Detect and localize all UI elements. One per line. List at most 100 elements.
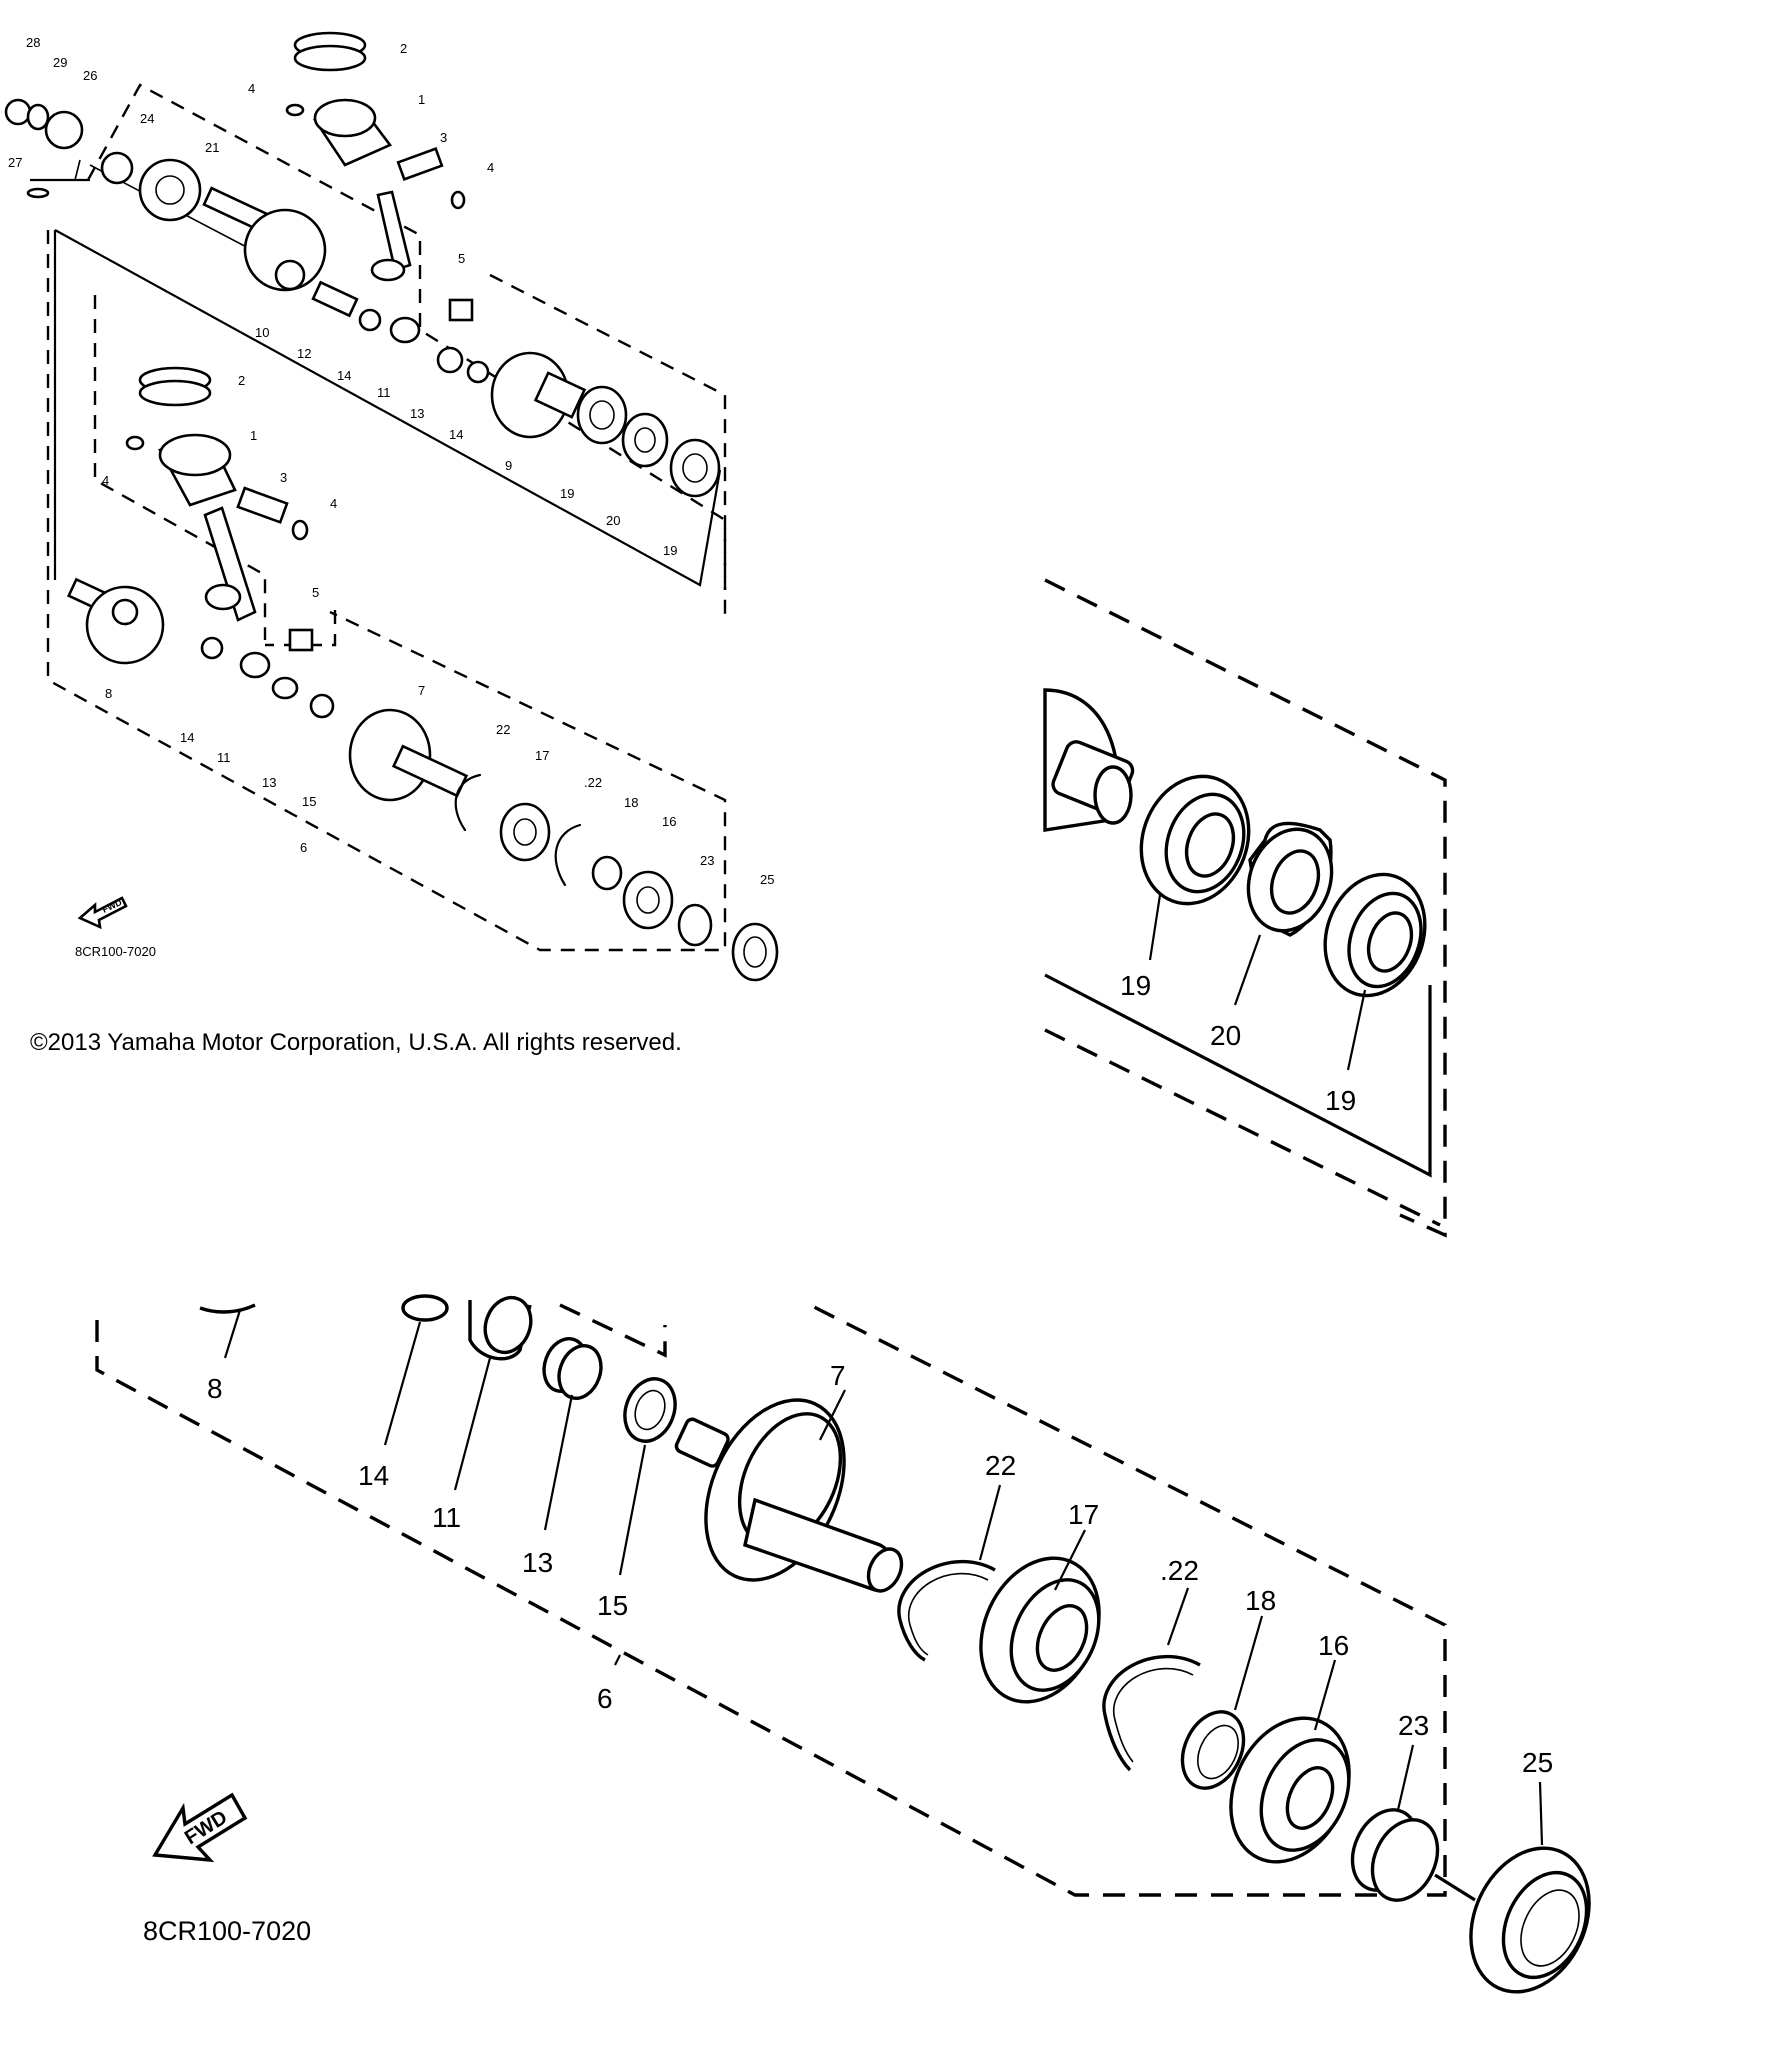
zoom-label-11: 11: [432, 1502, 461, 1533]
overview-bearing-23: [677, 903, 713, 947]
zoom-washer-15-inner: [634, 1389, 666, 1431]
overview-crank-pin-10: [274, 259, 306, 291]
overview-conrod-top: [376, 190, 412, 272]
label-1-b: 1: [250, 428, 257, 443]
overview-small-outline: [265, 610, 337, 647]
overview-link-line: [74, 159, 81, 181]
zoom-top-detail: 19 20 19: [1043, 578, 1447, 1238]
overview-collar-20-inner: [634, 427, 656, 453]
label-11-a: 11: [377, 385, 391, 400]
zoom-leader-20: [1233, 934, 1262, 1006]
zoom-bearing-17-inner-race: [1035, 1604, 1089, 1672]
overview-crank-solid-outline: [54, 229, 722, 587]
overview-bearing-19-a-inner: [589, 400, 615, 430]
zoom-label-15: 15: [597, 1590, 628, 1621]
overview-diagram-code: 8CR100-7020: [75, 944, 156, 959]
label-1-a: 1: [418, 92, 425, 107]
label-12: 12: [297, 346, 311, 361]
leader-7: [819, 1389, 846, 1441]
overview-crankpin-12: [311, 280, 359, 318]
zoom-bottom-dashed-top: [559, 1303, 667, 1358]
zoom-label-25: 25: [1522, 1747, 1553, 1778]
overview-seal-25-inner: [743, 936, 767, 968]
zoom-clip-22-a-inner: [907, 1572, 989, 1656]
overview-bearing-16-inner: [636, 886, 660, 914]
zoom-fwd-arrow: FWD: [152, 1792, 248, 1863]
overview-circlip-b: [450, 190, 466, 210]
label-4-c: 4: [102, 473, 109, 488]
overview-labels: 28 29 26 27 24 21 10 12 14 2 4 1 3 4 5 1…: [8, 35, 774, 887]
overview-piston-pin-lower: [236, 486, 289, 524]
zoom-bottom-dashed-outline: [95, 1303, 1447, 1897]
label-19-a: 19: [560, 486, 574, 501]
zoom-washer-14-edge: [401, 1294, 449, 1322]
leader-11: [453, 1357, 492, 1491]
zoom-label-14: 14: [358, 1460, 389, 1491]
overview-washer-29: [26, 103, 50, 131]
zoom-crank-7-spline: [674, 1417, 730, 1468]
zoom-bottom-detail: 8 14 11 13 15 6 7 22 17 .22 18 16 23 25 …: [95, 1294, 1591, 1994]
label-27: 27: [8, 155, 22, 170]
overview-fwd-arrow: FWD: [77, 896, 128, 930]
overview-conrod-lower-big-end: [239, 651, 271, 679]
zoom-label-17: 17: [1068, 1499, 1099, 1530]
overview-bearing-13-top: [436, 346, 464, 374]
overview-cylinder-outline: [93, 295, 267, 640]
zoom-bearing-19-b-inner-race: [1366, 911, 1414, 973]
label-25: 25: [760, 872, 774, 887]
zoom-label-8: 8: [207, 1373, 223, 1404]
zoom-crank-shaft-end: [1093, 765, 1133, 825]
label-23: 23: [700, 853, 714, 868]
label-15: 15: [302, 794, 316, 809]
label-14-a: 14: [337, 368, 351, 383]
overview-diagram: 28 29 26 27 24 21 10 12 14 2 4 1 3 4 5 1…: [4, 31, 779, 982]
overview-bearing-19-b-inner: [682, 453, 708, 483]
zoom-top-solid-outline: [1044, 973, 1432, 1178]
overview-piston-crown: [313, 98, 377, 138]
zoom-clip-22-b-inner: [1112, 1667, 1194, 1763]
zoom-leader-19-b: [1346, 989, 1367, 1071]
zoom-label-20: 20: [1210, 1020, 1241, 1051]
zoom-collar-20-bore: [1269, 849, 1321, 915]
label-8: 8: [105, 686, 112, 701]
overview-nut-28: [4, 98, 32, 126]
leader-13: [543, 1394, 574, 1531]
overview-bearing-16: [622, 870, 674, 930]
overview-clip-22-b: [554, 823, 582, 887]
zoom-leader-19-a: [1148, 894, 1162, 961]
zoom-label-7: 7: [830, 1360, 846, 1391]
label-5-b: 5: [312, 585, 319, 600]
leader-18: [1233, 1615, 1264, 1711]
zoom-washer-18-inner: [1197, 1724, 1239, 1780]
overview-piston-lower-crown: [158, 433, 232, 477]
label-11-b: 11: [217, 750, 231, 765]
label-6: 6: [300, 840, 307, 855]
overview-seal-26: [44, 110, 84, 150]
overview-conrod-top-big-end: [370, 258, 406, 282]
overview-circlip-c: [125, 435, 145, 451]
overview-collar-20: [621, 412, 669, 468]
overview-piston-pin-top: [396, 147, 444, 181]
label-17: 17: [535, 748, 549, 763]
overview-bearing-21: [138, 158, 202, 222]
leader-16: [1313, 1659, 1337, 1731]
overview-clip-22-a: [454, 773, 482, 832]
zoom-seal-25-shaft-line: [1434, 1873, 1476, 1902]
label-29: 29: [53, 55, 67, 70]
label-21: 21: [205, 140, 219, 155]
label-4-a: 4: [248, 81, 255, 96]
label-26: 26: [83, 68, 97, 83]
overview-bearing-5-top: [448, 298, 474, 322]
label-16: 16: [662, 814, 676, 829]
zoom-label-16: 16: [1318, 1630, 1349, 1661]
zoom-label-22-b: .22: [1160, 1555, 1199, 1586]
label-4-d: 4: [330, 496, 337, 511]
overview-conrod-top-eye: [389, 316, 421, 344]
label-2-a: 2: [400, 41, 407, 56]
zoom-clip-22-b: [1102, 1654, 1201, 1772]
label-18: 18: [624, 795, 638, 810]
leader-8: [223, 1309, 242, 1359]
overview-circlip-d: [291, 519, 309, 541]
label-20: 20: [606, 513, 620, 528]
zoom-top-dashed-right: [1044, 578, 1447, 1238]
